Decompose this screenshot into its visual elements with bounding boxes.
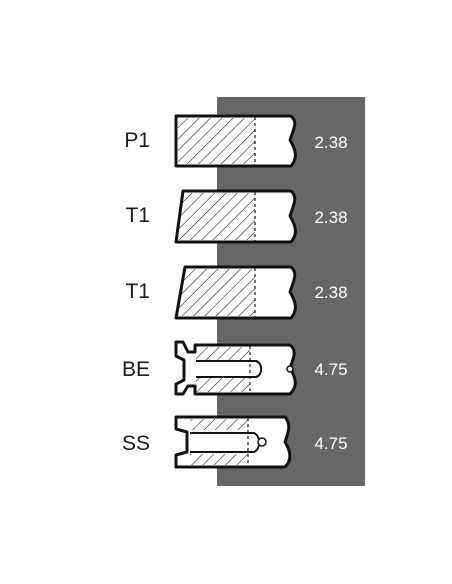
ring-value-p1: 2.38 xyxy=(314,133,347,152)
ring-value-ss: 4.75 xyxy=(314,434,347,453)
ring-label-t1-upper: T1 xyxy=(125,204,150,227)
ring-profile-taper-face xyxy=(174,189,297,244)
ring-row-be: BE 4.75 xyxy=(122,340,348,396)
ring-row-ss: SS 4.75 xyxy=(122,415,348,469)
ring-value-t1-upper: 2.38 xyxy=(314,208,347,227)
ring-label-be: BE xyxy=(122,358,150,381)
ring-label-p1: P1 xyxy=(124,129,150,152)
ring-profile-oil-control-bevelled xyxy=(174,340,297,396)
ring-label-t1-lower: T1 xyxy=(125,280,150,303)
ring-value-t1-lower: 2.38 xyxy=(314,283,347,302)
ring-row-p1: P1 2.38 xyxy=(124,114,348,168)
ring-profile-rectangular xyxy=(174,114,297,168)
ring-row-t1-lower: T1 2.38 xyxy=(125,265,348,320)
ring-profile-taper-face xyxy=(174,265,297,320)
ring-row-t1-upper: T1 2.38 xyxy=(125,189,348,244)
ring-label-ss: SS xyxy=(122,432,150,455)
ring-value-be: 4.75 xyxy=(314,360,347,379)
ring-profile-oil-control-slotted xyxy=(174,415,292,469)
